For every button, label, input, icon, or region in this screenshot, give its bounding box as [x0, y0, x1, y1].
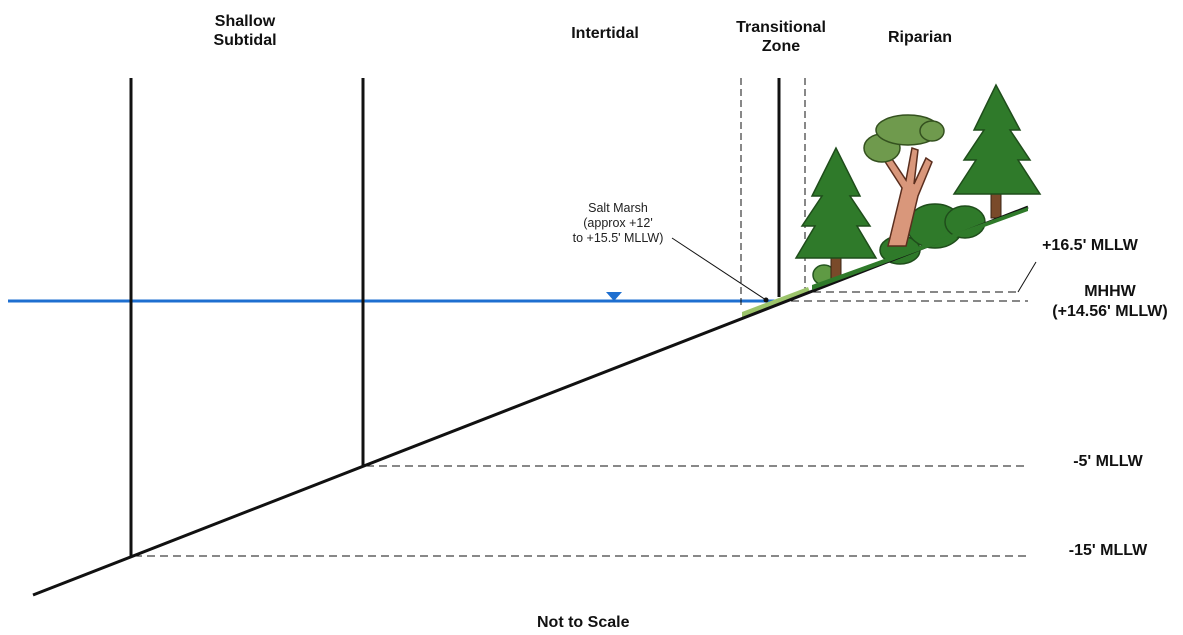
elevation-label-minus-5: -5' MLLW: [1073, 453, 1143, 470]
zone-label-shallow-subtidal: Shallow Subtidal: [205, 12, 285, 50]
annotation-line: (approx +12': [583, 216, 653, 230]
riparian-ground-cover: [812, 207, 1028, 290]
elevation-label-minus-15: -15' MLLW: [1068, 542, 1148, 559]
deciduous-tree-icon: [863, 114, 945, 247]
elevation-label-line: MHHW: [1084, 283, 1136, 300]
annotation-line: Salt Marsh: [588, 201, 648, 215]
zone-label-line: Transitional: [736, 19, 826, 36]
zone-label-line: Shallow: [214, 13, 276, 30]
salt-marsh-leader-dot: [763, 297, 769, 303]
annotation-line: to +15.5' MLLW): [572, 231, 664, 245]
riparian-vegetation: [794, 83, 1042, 286]
conifer-tree-icon: [952, 83, 1042, 219]
elevation-label-16-5: +16.5' MLLW: [1042, 237, 1138, 254]
leader-line-16-5: [1017, 261, 1037, 293]
salt-marsh-leader-line: [671, 237, 767, 301]
water-surface-triangle-icon: [606, 292, 622, 301]
salt-marsh-annotation: Salt Marsh (approx +12' to +15.5' MLLW): [558, 201, 678, 246]
conifer-tree-icon: [794, 146, 878, 280]
zone-label-riparian: Riparian: [887, 29, 952, 46]
zone-label-line: Zone: [761, 38, 801, 55]
elevation-label-mhhw: MHHW (+14.56' MLLW): [1040, 282, 1180, 322]
not-to-scale-note: Not to Scale: [537, 614, 630, 631]
elevation-label-line: (+14.56' MLLW): [1052, 303, 1168, 320]
zone-label-line: Subtidal: [213, 32, 277, 49]
zone-label-intertidal: Intertidal: [571, 25, 639, 42]
zone-label-transitional: Transitional Zone: [725, 18, 837, 56]
shoreline-slope: [32, 205, 1029, 597]
